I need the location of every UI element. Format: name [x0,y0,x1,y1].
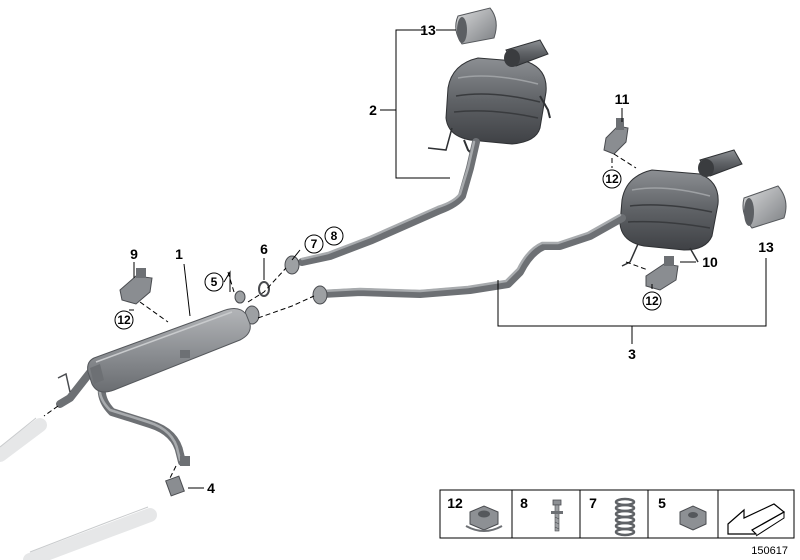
legend-label-8: 8 [520,495,528,511]
rear-muffler-upper [427,39,551,153]
center-muffler [57,308,251,393]
flange-nut-icon [465,505,503,532]
exhaust-tip-13-upper [455,7,497,45]
callout-6: 6 [260,241,268,257]
hanger-9 [119,268,153,305]
context-pipes [0,417,157,560]
callout-4: 4 [207,480,215,496]
callout-11: 11 [615,91,630,107]
callout-12-left: 12 [117,313,131,327]
leader-lines [133,29,767,489]
fastener-legend: 12 8 7 5 [439,489,795,539]
diagram-id: 150617 [751,545,788,557]
callout-13-right: 13 [758,239,774,255]
callout-12-upper-right: 12 [605,172,619,186]
arrow-indicator-icon [727,503,786,537]
assembly-dashes [43,153,653,479]
callout-5: 5 [211,275,218,289]
spring-icon [614,497,636,537]
callout-2: 2 [369,102,377,118]
callout-13-upper: 13 [420,22,436,38]
callout-10: 10 [702,254,718,270]
hanger-10 [645,256,679,291]
callouts: 1 2 3 4 5 6 7 8 9 10 11 12 12 12 13 13 [114,22,774,496]
exhaust-pipes [56,138,626,466]
legend-label-5: 5 [658,495,666,511]
callout-9: 9 [130,246,138,262]
nut-icon [679,505,707,531]
callout-1: 1 [175,246,183,262]
bolt-icon [551,499,563,532]
pipe-flanges [165,255,328,497]
callout-8: 8 [331,229,338,243]
legend-label-7: 7 [589,495,597,511]
callout-3: 3 [628,346,636,362]
callout-7: 7 [311,237,318,251]
exhaust-tip-13-right [742,185,787,229]
rear-muffler-right [619,149,743,267]
callout-12-lower-right: 12 [645,294,659,308]
hanger-11 [603,118,629,155]
legend-label-12: 12 [447,495,463,511]
